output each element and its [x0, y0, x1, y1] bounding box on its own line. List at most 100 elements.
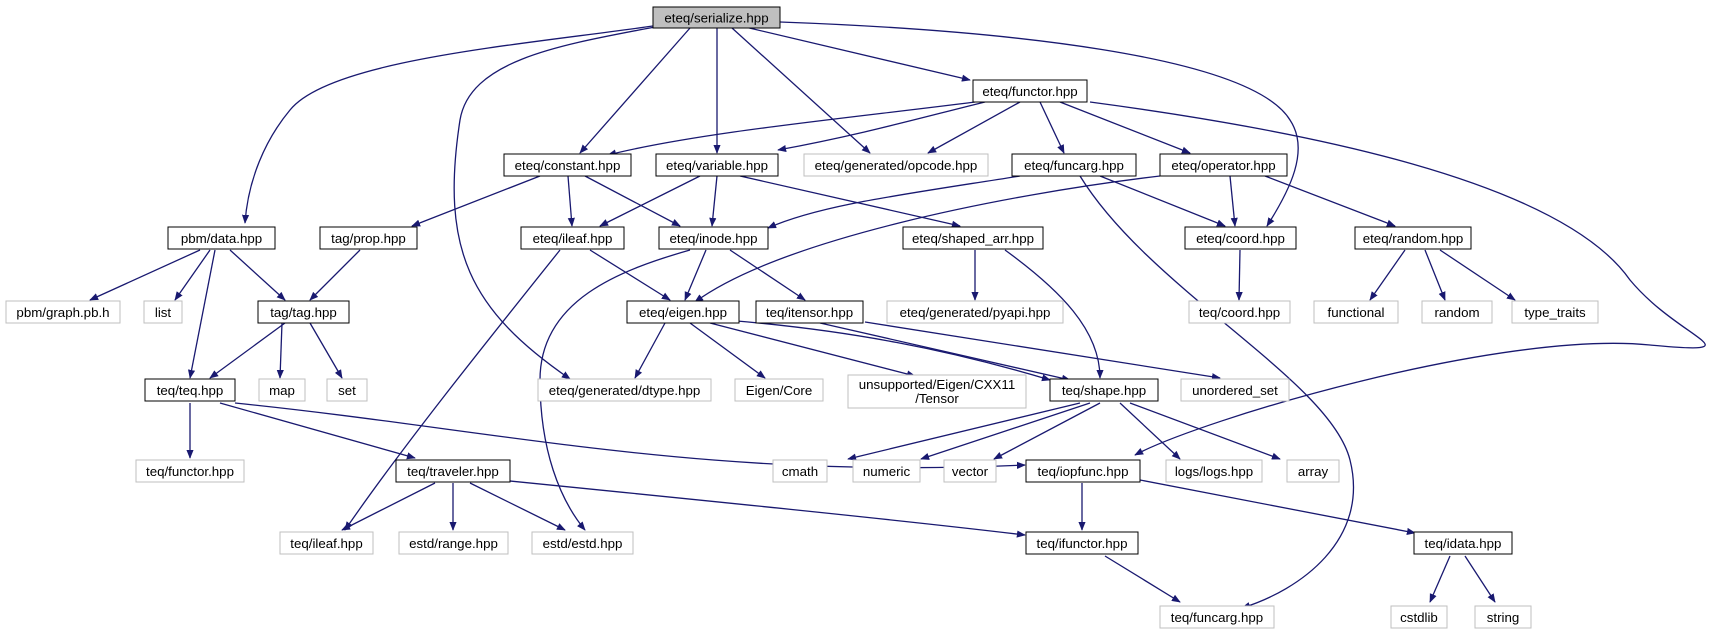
node-label: eteq/operator.hpp [1171, 158, 1275, 173]
node-functor[interactable]: eteq/functor.hpp [972, 79, 1088, 103]
node-teqfunctor: teq/functor.hpp [135, 459, 245, 483]
node-label: tag/tag.hpp [270, 305, 337, 320]
node-label: eteq/generated/dtype.hpp [549, 383, 701, 398]
node-label: teq/traveler.hpp [407, 464, 499, 479]
node-box [326, 378, 368, 402]
node-box [258, 378, 306, 402]
edge-variable-shapedarr [739, 175, 961, 228]
node-box [803, 153, 989, 177]
node-label: map [269, 383, 295, 398]
node-label: Eigen/Core [746, 383, 813, 398]
node-random[interactable]: eteq/random.hpp [1354, 226, 1472, 250]
node-label: teq/ifunctor.hpp [1037, 536, 1128, 551]
node-box [852, 459, 921, 483]
node-opcode: eteq/generated/opcode.hpp [803, 153, 989, 177]
node-label: teq/ileaf.hpp [290, 536, 362, 551]
edge-shape-numeric [920, 402, 1091, 460]
node-label-line2: /Tensor [915, 391, 959, 406]
node-label: teq/functor.hpp [146, 464, 234, 479]
node-teq[interactable]: teq/teq.hpp [144, 378, 236, 402]
edge-pbmdata-list [174, 249, 211, 301]
node-label: vector [952, 464, 989, 479]
node-operator[interactable]: eteq/operator.hpp [1159, 153, 1288, 177]
node-label: pbm/graph.pb.h [16, 305, 109, 320]
node-dtype: eteq/generated/dtype.hpp [537, 378, 712, 402]
node-box [655, 153, 779, 177]
edge-shape-array [1129, 402, 1281, 460]
node-label: string [1487, 610, 1520, 625]
node-box [847, 374, 1027, 409]
node-iopfunc[interactable]: teq/iopfunc.hpp [1025, 459, 1141, 483]
edge-functor-opcode [927, 101, 1021, 154]
node-label: eteq/generated/pyapi.hpp [900, 305, 1051, 320]
edge-shape-logs [1119, 402, 1181, 460]
node-numeric: numeric [852, 459, 921, 483]
node-box [1184, 226, 1297, 250]
node-estd: estd/estd.hpp [531, 531, 634, 555]
edge-constant-inode [584, 175, 681, 227]
edges [89, 21, 1706, 610]
node-label: cstdlib [1400, 610, 1438, 625]
edge-serialize-dtype [453, 26, 656, 380]
node-box [1286, 459, 1340, 483]
node-constant[interactable]: eteq/constant.hpp [503, 153, 632, 177]
node-idata[interactable]: teq/idata.hpp [1413, 531, 1513, 555]
node-label: random [1434, 305, 1479, 320]
node-itensor[interactable]: teq/itensor.hpp [755, 300, 864, 324]
node-box [1413, 531, 1513, 555]
node-pbmdata[interactable]: pbm/data.hpp [167, 226, 276, 250]
node-box [5, 300, 121, 324]
node-prop[interactable]: tag/prop.hpp [319, 226, 418, 250]
edge-tag-map [276, 322, 284, 379]
edge-constant-prop [411, 175, 541, 227]
edge-random-functional [1369, 249, 1406, 301]
node-teqfuncarg: teq/funcarg.hpp [1159, 605, 1275, 629]
node-box [1025, 531, 1139, 555]
node-variable[interactable]: eteq/variable.hpp [655, 153, 779, 177]
node-ileaf[interactable]: eteq/ileaf.hpp [520, 226, 625, 250]
node-label: eteq/functor.hpp [982, 84, 1077, 99]
node-label: eteq/constant.hpp [515, 158, 621, 173]
node-set: set [326, 378, 368, 402]
node-label: functional [1328, 305, 1385, 320]
edge-shape-vector [993, 402, 1101, 460]
edge-random-typetraits [1439, 249, 1516, 301]
node-shapedarr[interactable]: eteq/shaped_arr.hpp [902, 226, 1044, 250]
node-label: eteq/serialize.hpp [664, 11, 768, 26]
node-ifunctor[interactable]: teq/ifunctor.hpp [1025, 531, 1139, 555]
node-box [257, 300, 350, 324]
edge-pbmdata-tag [229, 249, 286, 301]
node-label: eteq/generated/opcode.hpp [815, 158, 978, 173]
node-box [135, 459, 245, 483]
node-eigen[interactable]: eteq/eigen.hpp [626, 300, 740, 324]
node-box [652, 6, 781, 29]
node-tag[interactable]: tag/tag.hpp [257, 300, 350, 324]
node-estdrange: estd/range.hpp [398, 531, 509, 555]
node-teqileaf: teq/ileaf.hpp [279, 531, 374, 555]
node-box [537, 378, 712, 402]
node-box [1165, 459, 1263, 483]
edge-prop-tag [309, 249, 361, 301]
node-box [1188, 300, 1291, 324]
edge-teq-iopfunc [234, 402, 1026, 469]
node-serialize[interactable]: eteq/serialize.hpp [652, 6, 781, 29]
edge-shapedarr-shape [1004, 249, 1104, 379]
node-box [1511, 300, 1599, 324]
node-funcarg[interactable]: eteq/funcarg.hpp [1011, 153, 1137, 177]
edge-inode-itensor [729, 249, 806, 301]
node-teqcoord: teq/coord.hpp [1188, 300, 1291, 324]
edge-tag-set [309, 322, 343, 379]
node-shape[interactable]: teq/shape.hpp [1049, 378, 1159, 402]
node-label: cmath [782, 464, 818, 479]
edge-eigen-shape [724, 319, 1051, 382]
edge-funcarg-teqfuncarg [1079, 175, 1355, 610]
edge-eigen-cxx11 [709, 322, 916, 378]
node-cxx11: unsupported/Eigen/CXX11/Tensor [847, 374, 1027, 409]
node-inode[interactable]: eteq/inode.hpp [658, 226, 769, 250]
node-box [626, 300, 740, 324]
node-traveler[interactable]: teq/traveler.hpp [395, 459, 511, 483]
node-label: teq/coord.hpp [1199, 305, 1280, 320]
edge-serialize-opcode [731, 27, 871, 154]
node-coord[interactable]: eteq/coord.hpp [1184, 226, 1297, 250]
